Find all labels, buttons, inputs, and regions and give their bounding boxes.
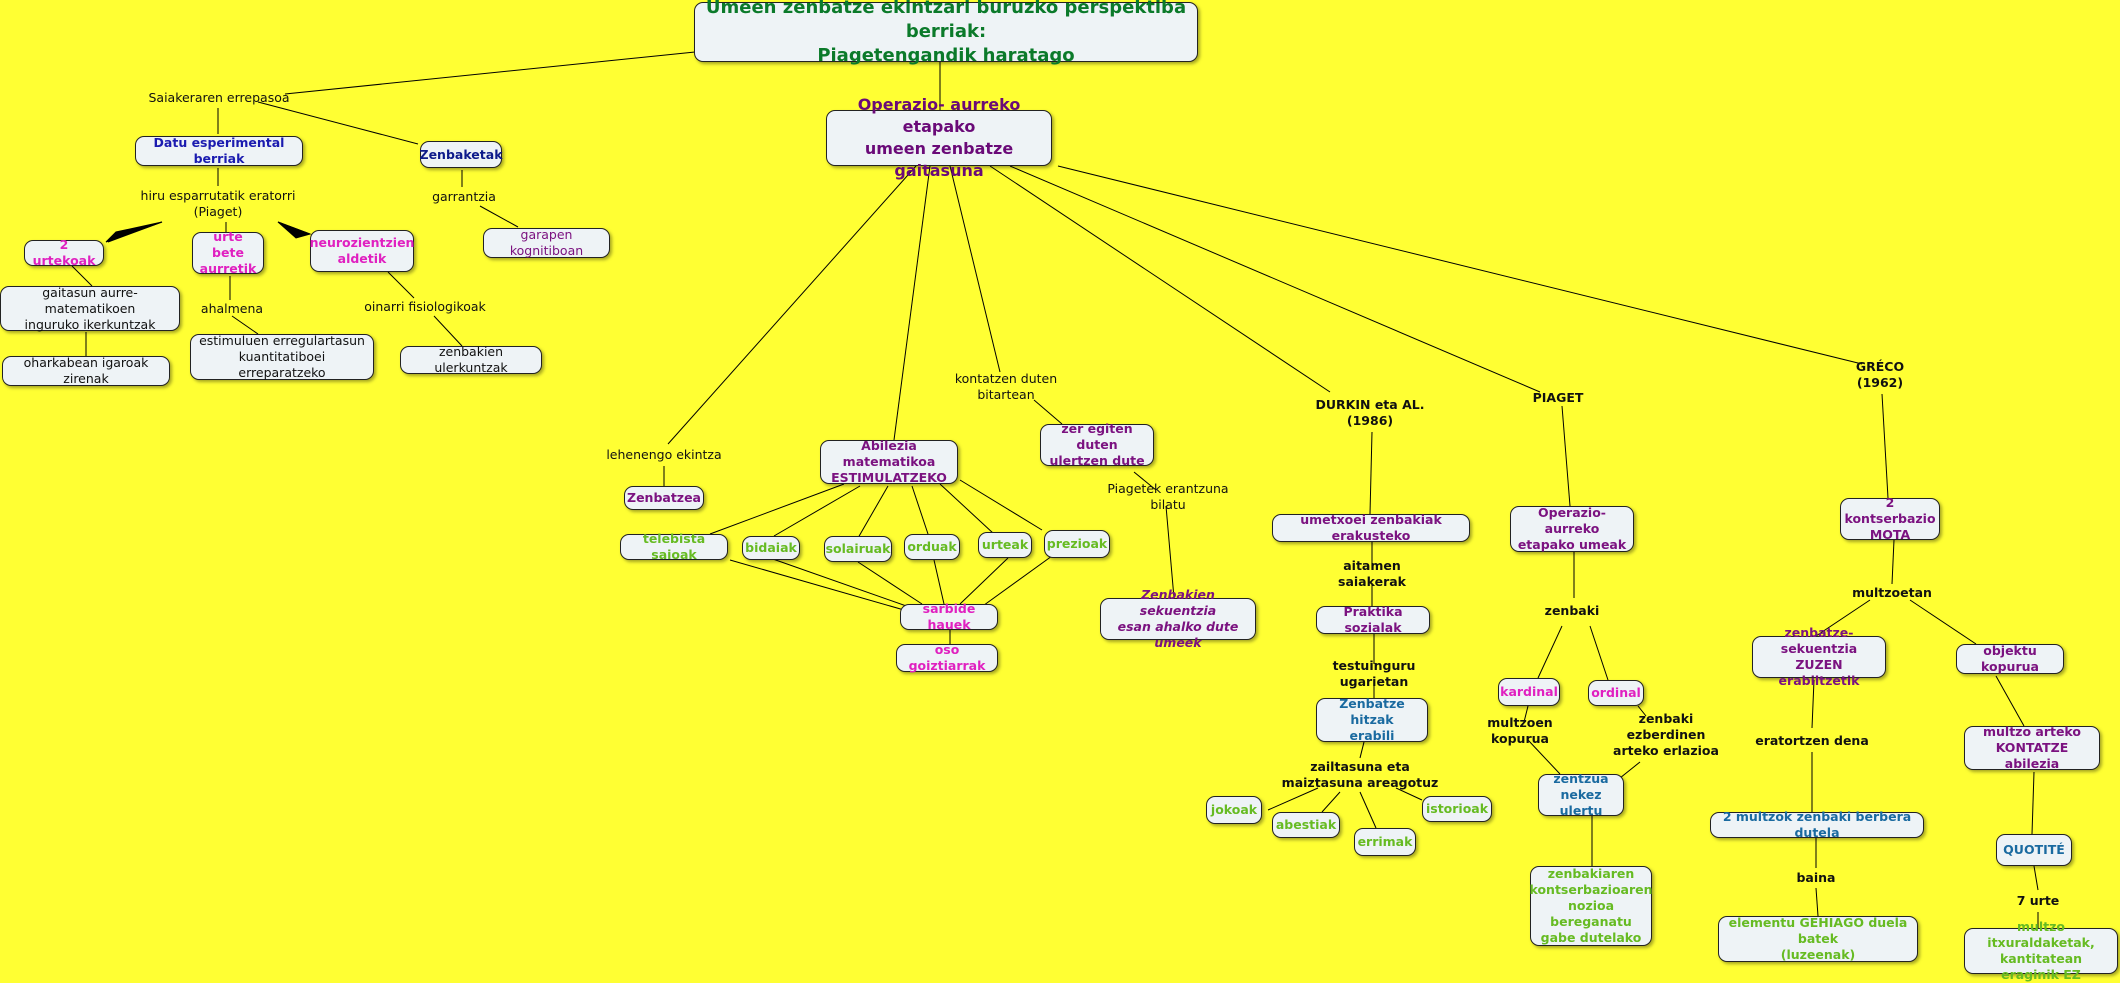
- derived-label: eratortzen dena: [1755, 733, 1869, 748]
- understand-what-node[interactable]: zer egiten duten ulertzen dute: [1040, 421, 1154, 468]
- while-counting-label: kontatzen duten bitartean: [954, 371, 1058, 402]
- importance-label: garrantzia: [432, 189, 496, 204]
- ordinal-node[interactable]: ordinal: [1588, 680, 1644, 706]
- source-tv[interactable]: telebista saioak: [620, 531, 728, 562]
- transformations-node[interactable]: multzo itxuraldaketak, kantitatean eragi…: [1964, 919, 2118, 982]
- conservation-notion-node[interactable]: zenbakiaren kontserbazioaren nozioa bere…: [1529, 866, 1653, 946]
- main-topic-node[interactable]: Operazio- aurreko etapako umeen zenbatze…: [826, 95, 1052, 180]
- counting-ability-node[interactable]: multzo arteko KONTATZE abilezia: [1964, 724, 2100, 771]
- show-numbers-node[interactable]: umetxoei zenbakiak erakusteko: [1272, 512, 1470, 543]
- pre-math-research-node[interactable]: gaitasun aurre-matematikoen inguruko ike…: [0, 285, 180, 332]
- zenbaketak-node[interactable]: Zenbaketak: [420, 141, 503, 168]
- counting-words-node[interactable]: Zenbatze hitzak erabili: [1316, 696, 1428, 743]
- same-number-node[interactable]: 2 multzok zenbaki berbera dutela: [1710, 809, 1924, 840]
- physiological-label: oinarri fisiologikoak: [364, 299, 486, 314]
- sequence-correct-node[interactable]: zenbatze-sekuentzia ZUZEN erabiltzetik: [1752, 625, 1886, 688]
- unnoticed-node[interactable]: oharkabean igaroak zirenak: [2, 355, 170, 386]
- piaget-answer-label: Piagetek erantzuna bilatu: [1107, 481, 1229, 512]
- hard-to-understand-node[interactable]: zentzua nekez ulertu: [1538, 771, 1624, 818]
- neuroscience-node[interactable]: neurozientzien aldetik: [310, 230, 414, 272]
- quotite-node[interactable]: QUOTITÉ: [1996, 834, 2072, 866]
- piaget-label: PIAGET: [1532, 390, 1584, 405]
- social-practices-node[interactable]: Praktika sozialak: [1316, 604, 1430, 635]
- source-years[interactable]: urteak: [978, 532, 1032, 558]
- contexts-label: testuinguru ugarietan: [1332, 658, 1416, 689]
- preoperational-children-node[interactable]: Operazio- aurreko etapako umeak: [1510, 505, 1634, 552]
- set-quantity-label: multzoen kopurua: [1487, 715, 1553, 746]
- relation-label: zenbaki ezberdinen arteko erlazioa: [1613, 711, 1719, 758]
- number-sequence-node[interactable]: Zenbakien sekuentzia esan ahalko dute um…: [1100, 587, 1256, 650]
- more-elements-node[interactable]: elementu GEHIAGO duela batek (luzeenak): [1718, 915, 1918, 962]
- object-quantity-node[interactable]: objektu kopurua: [1956, 643, 2064, 674]
- two-years-node[interactable]: 2 urtekoak: [24, 237, 104, 268]
- before-year-node[interactable]: urte bete aurretik: [192, 229, 264, 276]
- very-early-node[interactable]: oso goiztiarrak: [896, 642, 998, 673]
- source-hours[interactable]: orduak: [904, 534, 960, 560]
- source-floors[interactable]: solairuak: [824, 536, 892, 562]
- zenbatzea-node[interactable]: Zenbatzea: [624, 486, 704, 510]
- first-action-label: lehenengo ekintza: [606, 447, 722, 462]
- item-stories[interactable]: istorioak: [1422, 796, 1492, 822]
- review-label: Saiakeraren errepasoa: [148, 90, 290, 105]
- seven-years-label: 7 urte: [2016, 893, 2060, 908]
- source-trips[interactable]: bidaiak: [742, 536, 800, 560]
- item-games[interactable]: jokoak: [1206, 796, 1262, 824]
- experimental-data-node[interactable]: Datu esperimental berriak: [135, 135, 303, 166]
- access-paths-node[interactable]: sarbide hauek: [900, 601, 998, 632]
- durkin-label: DURKIN eta AL. (1986): [1315, 397, 1425, 428]
- item-rhymes[interactable]: errimak: [1354, 828, 1416, 856]
- number-understanding-node[interactable]: zenbakien ulerkuntzak: [400, 344, 542, 375]
- number-label: zenbaki: [1544, 603, 1600, 618]
- ability-label: ahalmena: [200, 301, 264, 316]
- cardinal-node[interactable]: kardinal: [1498, 678, 1560, 706]
- cognitive-development-node[interactable]: garapen kognitiboan: [483, 227, 610, 258]
- three-fields-label: hiru esparrutatik eratorri (Piaget): [140, 188, 296, 219]
- stimuli-regularity-node[interactable]: estimuluen erregulartasun kuantitatiboei…: [190, 333, 374, 380]
- stimulate-node[interactable]: Abilezia matematikoa ESTIMULATZEKO: [820, 438, 958, 485]
- but-label: baina: [1796, 870, 1836, 885]
- parents-attempts-label: aitamen saiakerak: [1338, 558, 1406, 589]
- map-title: Umeen zenbatze ekintzari buruzko perspek…: [694, 0, 1198, 66]
- source-prices[interactable]: prezioak: [1044, 530, 1110, 558]
- conservation-types-node[interactable]: 2 kontserbazio MOTA: [1840, 495, 1940, 542]
- greco-label: GRÉCO (1962): [1855, 359, 1905, 390]
- in-sets-label: multzoetan: [1852, 585, 1932, 600]
- difficulty-label: zailtasuna eta maiztasuna areagotuz: [1281, 759, 1439, 790]
- item-songs[interactable]: abestiak: [1272, 812, 1340, 838]
